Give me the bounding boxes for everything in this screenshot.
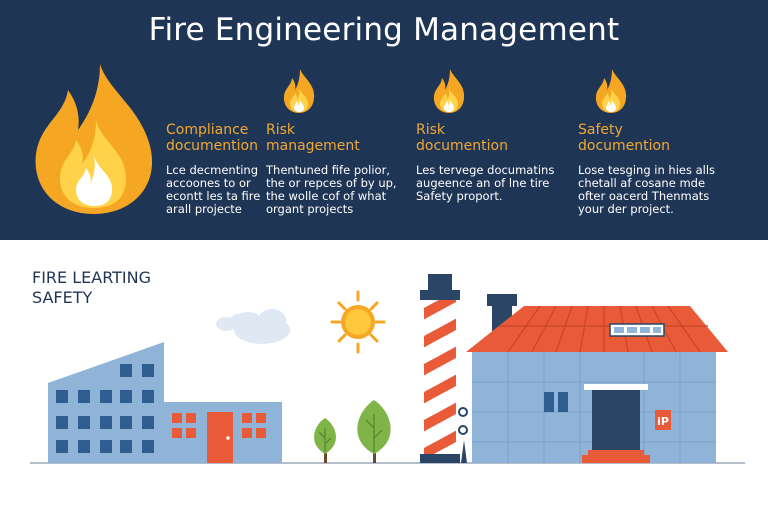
column-body: Lose tesging in hies alls chetall af cos…: [578, 163, 716, 216]
office-building: [48, 342, 282, 463]
section-title: FIRE LEARTING SAFETY: [32, 268, 152, 307]
column-compliance: Compliance documention Lce decmenting ac…: [166, 68, 326, 216]
column-heading: Risk documention: [416, 122, 508, 154]
column-risk-documention: Risk documention Les tervege documatins …: [416, 68, 576, 203]
column-safety-documention: Safety documention Lose tesging in hies …: [578, 68, 738, 216]
fire-station-building: [466, 294, 728, 463]
column-body: Lce decmenting accoones to or econtt les…: [166, 163, 261, 216]
column-heading: Risk management: [266, 122, 360, 154]
column-body: Les tervege documatins augeence an of ln…: [416, 163, 555, 203]
column-heading: Compliance documention: [166, 122, 258, 154]
flame-icon: [433, 69, 465, 113]
column-risk-management: Risk management Thentuned fife polior, t…: [266, 68, 426, 216]
column-heading: Safety documention: [578, 122, 670, 154]
tree-icon: [357, 400, 391, 463]
building-sign: iP: [657, 415, 669, 428]
tree-icon: [314, 418, 336, 463]
flame-icon: [283, 69, 315, 113]
city-scene: iP: [30, 274, 745, 464]
flame-icon: [595, 69, 627, 113]
large-flame-icon: [35, 64, 153, 214]
page-title: Fire Engineering Management: [148, 12, 620, 48]
cloud-icon: [216, 309, 290, 344]
sun-icon: [330, 290, 386, 354]
chimney-icon: [420, 274, 468, 463]
column-body: Thentuned fife polior, the or repces of …: [266, 163, 397, 216]
